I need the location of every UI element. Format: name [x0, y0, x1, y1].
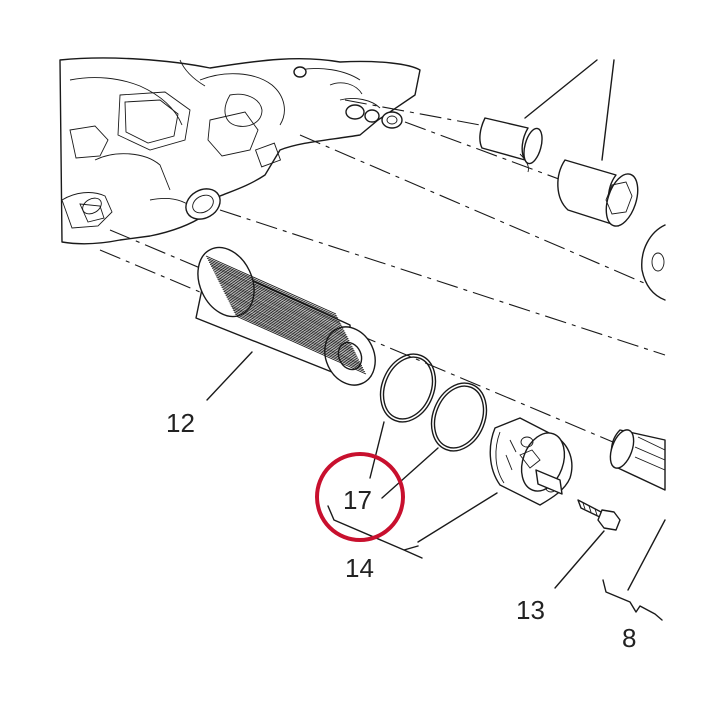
filter-cartridge [195, 246, 376, 386]
engine-case [59, 57, 421, 245]
socket-part [557, 159, 639, 227]
right-edge-part [641, 224, 666, 301]
callout-leaders [206, 351, 666, 591]
top-leaders [524, 59, 615, 161]
callout-13: 13 [516, 595, 545, 625]
strainer-part [609, 429, 666, 491]
filter-cover [489, 417, 573, 506]
sleeve-part [479, 117, 543, 173]
callout-14: 14 [345, 553, 374, 583]
o-rings [379, 353, 488, 452]
callout-17: 17 [343, 485, 372, 515]
bracket-8 [602, 579, 663, 621]
center-lines [99, 99, 666, 446]
highlight-circle [315, 452, 405, 542]
brackets [327, 505, 663, 621]
bracket-14 [327, 505, 423, 559]
bolt-part [577, 499, 621, 531]
callout-8: 8 [622, 623, 636, 653]
callout-12: 12 [166, 408, 195, 438]
